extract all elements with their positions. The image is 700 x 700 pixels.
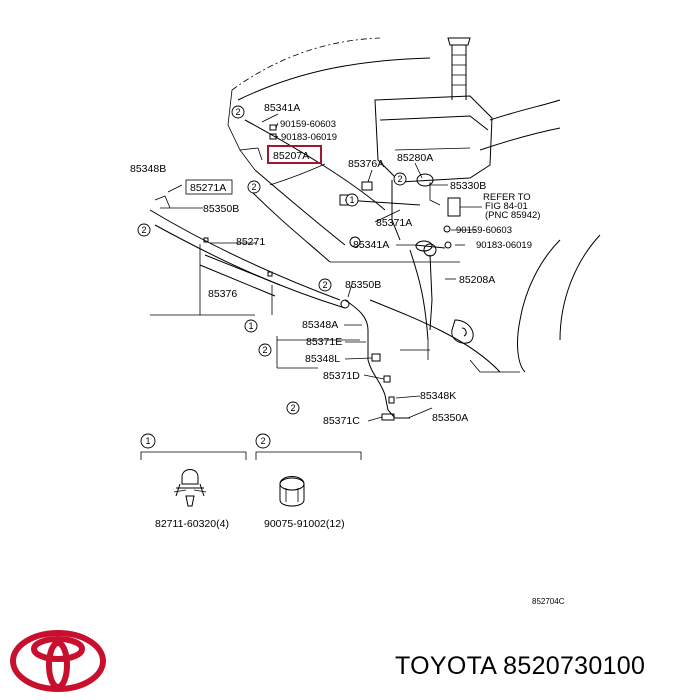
callout-85341A-top: 85341A: [264, 102, 300, 114]
svg-text:2: 2: [251, 182, 256, 192]
callout-85330B: 85330B: [450, 180, 486, 192]
grommet-icon: [279, 476, 305, 507]
callout-85350B-mid: 85350B: [345, 279, 381, 291]
callout-85348L: 85348L: [305, 353, 340, 365]
callout-85350A: 85350A: [432, 412, 468, 424]
circle-markers: 2 2 2 2 1 2 1 2 2: [137, 105, 407, 415]
part-number: 8520730100: [503, 652, 646, 680]
callout-85341A-mid: 85341A: [353, 239, 389, 251]
refer-note-line1: REFER TO: [483, 192, 531, 203]
footer-part-label: TOYOTA 8520730100: [395, 652, 645, 681]
svg-text:2: 2: [322, 280, 327, 290]
legend-num-2: 2: [260, 436, 265, 446]
callout-85271A: 85271A: [190, 182, 226, 194]
callout-90159-top: 90159-60603: [280, 119, 336, 130]
callout-85376A: 85376A: [348, 158, 384, 170]
clip-icon: [173, 469, 207, 507]
washer-tank: [374, 37, 493, 206]
svg-text:2: 2: [290, 403, 295, 413]
callout-90183-mid: 90183-06019: [476, 240, 532, 251]
vehicle-outline: [154, 37, 601, 373]
callout-85371A: 85371A: [376, 217, 412, 229]
wiper-linkage: [149, 209, 474, 344]
leader-lines: [150, 113, 476, 422]
callout-85348A: 85348A: [302, 319, 338, 331]
refer-note-line3: (PNC 85942): [485, 210, 540, 221]
svg-text:1: 1: [349, 195, 354, 205]
callout-90183-top: 90183-06019: [281, 132, 337, 143]
legend-part-2: 90075-91002(12): [264, 518, 345, 530]
legend-num-1: 1: [145, 436, 150, 446]
callout-85271: 85271: [236, 236, 265, 248]
callout-85348B: 85348B: [130, 163, 166, 175]
brand-name: TOYOTA: [395, 652, 496, 680]
legend-part-1: 82711-60320(4): [155, 518, 229, 530]
svg-text:2: 2: [397, 174, 402, 184]
toyota-logo-icon: [10, 630, 106, 692]
highlight-box: [267, 145, 322, 164]
callout-85371E: 85371E: [306, 336, 342, 348]
callout-85348K: 85348K: [420, 390, 456, 402]
callout-85376: 85376: [208, 288, 237, 300]
svg-text:1: 1: [248, 321, 253, 331]
callout-85280A: 85280A: [397, 152, 433, 164]
callout-85207A: 85207A: [273, 150, 309, 162]
callout-box-85271A: [185, 179, 233, 195]
callout-85350B-left: 85350B: [203, 203, 239, 215]
callout-90159-mid: 90159-60603: [456, 225, 512, 236]
svg-text:2: 2: [235, 107, 240, 117]
callout-85371C: 85371C: [323, 415, 360, 427]
callout-85371D: 85371D: [323, 370, 360, 382]
figure-code: 852704C: [532, 597, 565, 606]
refer-note-line2: FIG 84-01: [485, 201, 528, 212]
callout-labels: 85341A 90159-60603 90183-06019 85207A 85…: [130, 102, 540, 427]
legend: 1 2 82711-60320(4) 90075-91002(12): [140, 433, 362, 530]
svg-text:2: 2: [141, 225, 146, 235]
callout-85208A: 85208A: [459, 274, 495, 286]
svg-text:2: 2: [262, 345, 267, 355]
